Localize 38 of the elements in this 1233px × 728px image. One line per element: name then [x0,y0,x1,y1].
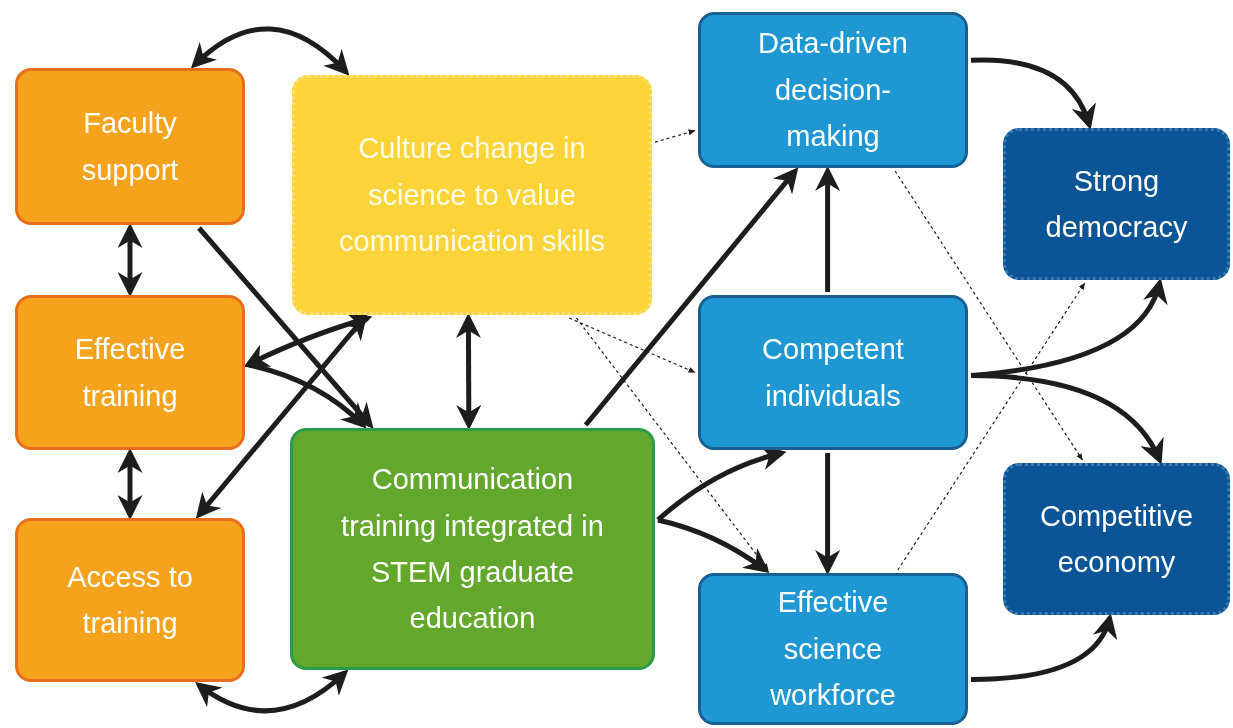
rounded-box [1003,463,1230,615]
arrow [970,373,1163,465]
box-label: Strong democracy [1044,163,1189,245]
arrow [456,313,482,430]
arrow [583,167,799,427]
rounded-box [290,428,655,670]
arrow [117,223,143,297]
rounded-box [15,68,245,225]
box-label: Competitive economy [1038,498,1195,580]
arrow [970,57,1095,130]
arrow [190,26,350,76]
rounded-box [698,295,968,450]
box-label: Faculty support [80,106,180,188]
rounded-box [698,12,968,168]
box-label: Effective training [73,332,187,414]
rounded-box [15,295,245,450]
rounded-box [15,518,245,682]
dotted-arrow [568,317,696,374]
dotted-arrow [654,129,696,143]
arrow [815,166,841,292]
rounded-box [698,573,968,725]
arrow [970,613,1116,682]
arrow [194,669,349,714]
arrow [197,226,374,429]
arrow [815,453,841,575]
arrow [117,448,143,520]
rounded-box [292,75,652,315]
box-label: Competent individuals [761,332,905,414]
box-label: Communication training integrated in STEM graduate education [340,462,605,637]
box-label: Culture change in science to value communication skills [338,131,606,260]
dotted-arrow [575,317,769,571]
rounded-box [1003,128,1230,280]
box-label: Data-driven decision-making [757,26,909,155]
dotted-arrow [897,282,1086,571]
box-label: Access to training [66,559,194,641]
box-label: Effective science workforce [769,585,897,714]
dotted-arrow [894,170,1084,461]
arrow [657,517,770,573]
